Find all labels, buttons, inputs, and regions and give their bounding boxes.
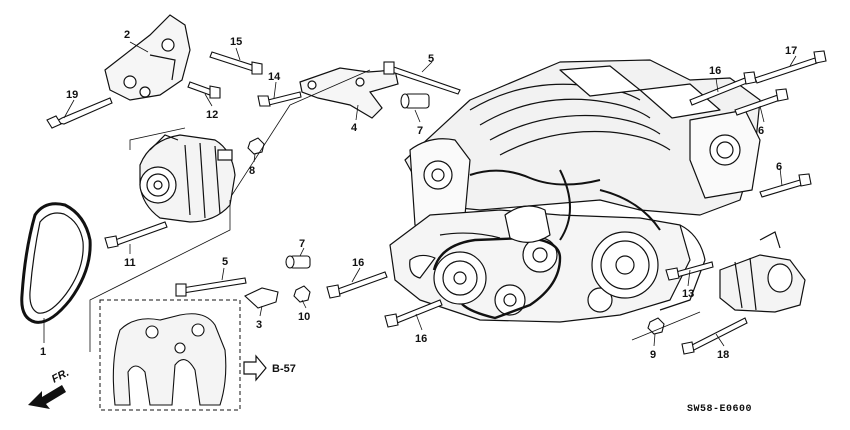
callout-16-low: 16 <box>415 333 427 345</box>
callout-labels: 1 2 3 4 5 5 6 6 7 7 8 9 10 11 12 13 14 1… <box>40 29 797 361</box>
front-label: FR. <box>50 367 71 386</box>
callout-12: 12 <box>206 109 218 121</box>
ref-arrow <box>243 354 267 382</box>
callout-5-upper: 5 <box>428 53 434 65</box>
callout-13: 13 <box>682 288 694 300</box>
callout-15: 15 <box>230 36 242 48</box>
starter-motor <box>719 231 806 313</box>
callout-8: 8 <box>249 165 255 177</box>
callout-10: 10 <box>298 311 310 323</box>
leader-lines <box>43 41 797 352</box>
callout-11: 11 <box>124 257 136 269</box>
callout-6-lower: 6 <box>776 161 782 173</box>
ref-label: B-57 <box>272 363 296 375</box>
callout-7-lower: 7 <box>299 238 305 250</box>
drive-belt <box>20 202 92 324</box>
diagram-code: SW58-E0600 <box>687 404 752 415</box>
callout-3: 3 <box>256 319 262 331</box>
callout-16-right: 16 <box>709 65 721 77</box>
detail-inset <box>99 299 241 411</box>
callout-4: 4 <box>351 122 358 134</box>
callout-19: 19 <box>66 89 78 101</box>
callout-14: 14 <box>268 71 281 83</box>
callout-18: 18 <box>717 349 729 361</box>
upper-bracket <box>104 14 191 101</box>
middle-bracket <box>299 67 399 119</box>
callout-9: 9 <box>650 349 656 361</box>
callout-2: 2 <box>124 29 130 41</box>
callout-1: 1 <box>40 346 46 358</box>
fasteners <box>46 50 827 355</box>
front-arrow <box>28 385 66 409</box>
callout-7-upper: 7 <box>417 125 423 137</box>
callout-17: 17 <box>785 45 797 57</box>
alternator <box>139 134 236 223</box>
callout-6-upper: 6 <box>758 125 764 137</box>
callout-16-left: 16 <box>352 257 364 269</box>
callout-5-lower: 5 <box>222 256 228 268</box>
